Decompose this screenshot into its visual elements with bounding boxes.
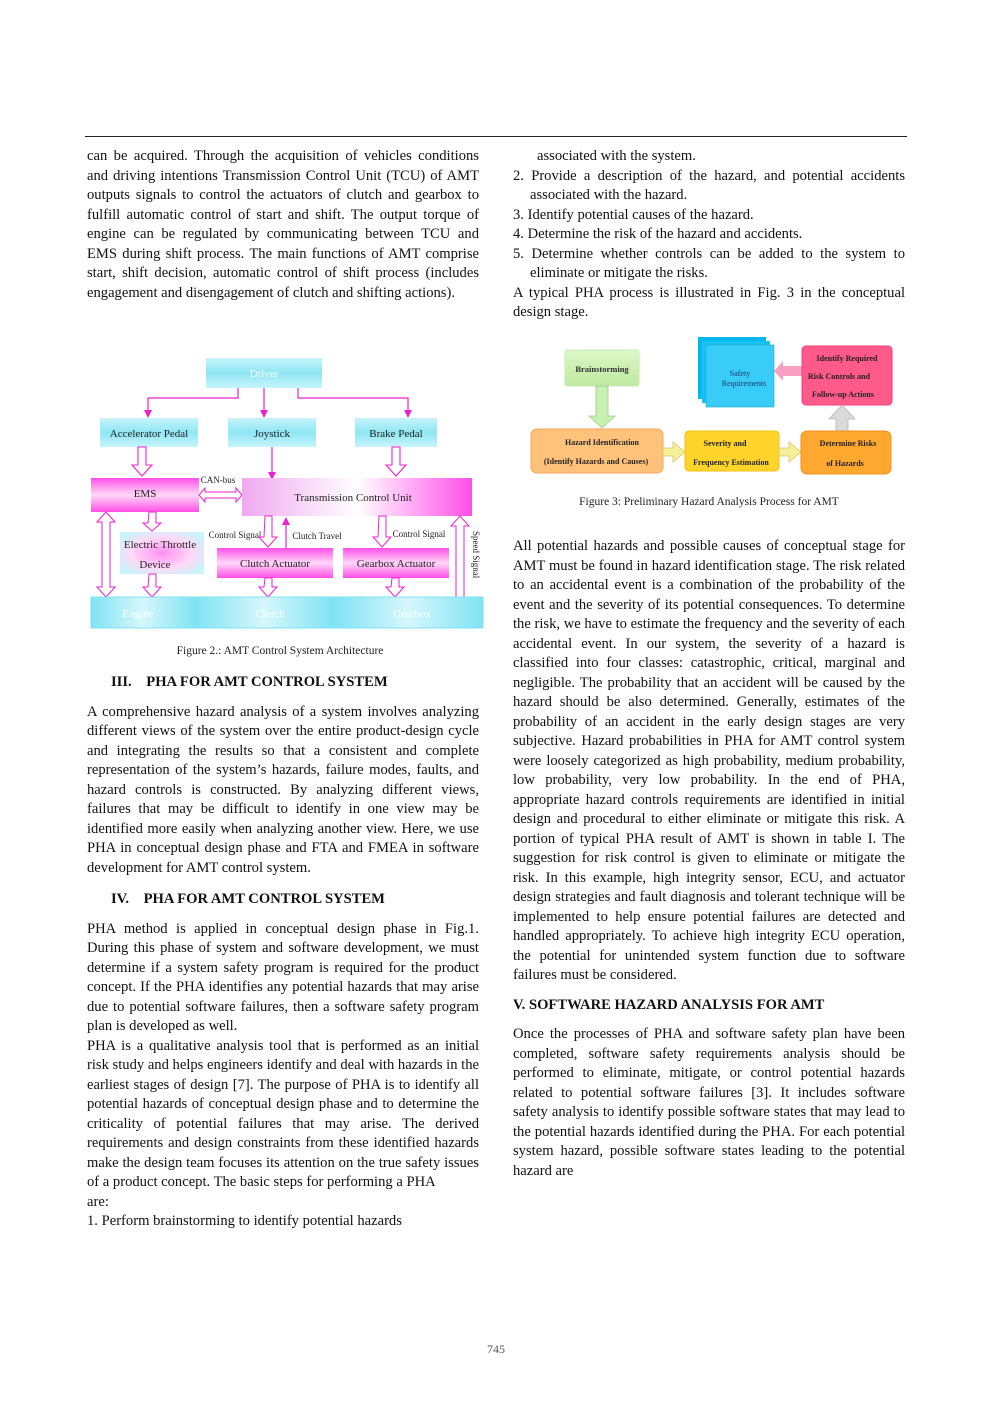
canbus-label: CAN-bus bbox=[201, 475, 236, 485]
gearbox-actuator-label: Gearbox Actuator bbox=[357, 558, 436, 570]
right-paragraph-3: Once the processes of PHA and software s… bbox=[513, 1026, 905, 1179]
gearbox-label: Gearbox bbox=[393, 608, 431, 620]
ems-label: EMS bbox=[134, 488, 157, 500]
severity-to-risks-arrow bbox=[778, 441, 802, 463]
hazard-identification-box bbox=[530, 428, 664, 474]
right-paragraph-1: A typical PHA process is illustrated in … bbox=[513, 284, 905, 321]
brake-to-tcu-arrow bbox=[384, 446, 408, 477]
left-paragraph-3: PHA method is applied in conceptual desi… bbox=[87, 920, 479, 1035]
tcu-box bbox=[242, 478, 472, 516]
driver-box bbox=[206, 358, 322, 388]
ems-engine-arrow bbox=[95, 511, 117, 598]
control-signal-label-1: Control Signal bbox=[209, 530, 262, 540]
clutch-actuator-label: Clutch Actuator bbox=[240, 558, 310, 570]
gearbox-actuator-box bbox=[343, 548, 449, 578]
identify-label-2: Risk Controls and bbox=[808, 372, 871, 381]
brainstorming-label: Brainstorming bbox=[575, 364, 629, 374]
throttle-box bbox=[120, 532, 204, 574]
ems-box bbox=[91, 478, 199, 512]
hazard-to-severity-arrow bbox=[662, 441, 686, 463]
throttle-label-1: Electric Throttle bbox=[124, 539, 196, 551]
identify-to-safety-arrow bbox=[774, 361, 802, 381]
accelerator-pedal-label: Accelerator Pedal bbox=[110, 428, 188, 440]
control-signal-label-2: Control Signal bbox=[393, 529, 446, 539]
section-3-heading: III. PHA FOR AMT CONTROL SYSTEM bbox=[111, 674, 388, 690]
severity-label-1: Severity and bbox=[704, 439, 747, 448]
identify-label-1: Identify Required bbox=[817, 354, 879, 363]
brake-pedal-box bbox=[355, 418, 437, 447]
tcu-to-clutch-actuator-arrow bbox=[257, 515, 279, 548]
header-rule bbox=[85, 136, 907, 137]
risks-label-2: of Hazards bbox=[826, 459, 864, 468]
step-1-continued: associated with the system. bbox=[537, 148, 696, 164]
throttle-label-2: Device bbox=[139, 559, 170, 571]
hazard-label-2: (Identify Hazards and Causes) bbox=[544, 457, 649, 466]
determine-risks-box bbox=[800, 430, 892, 475]
figure-3-caption: Figure 3: Preliminary Hazard Analysis Pr… bbox=[579, 496, 839, 508]
step-1: 1. Perform brainstorming to identify pot… bbox=[87, 1213, 402, 1229]
accelerator-to-ems-arrow bbox=[130, 446, 154, 477]
speed-signal-label: Speed Signal bbox=[471, 531, 481, 579]
step-5: 5. Determine whether controls can be add… bbox=[513, 245, 905, 282]
accelerator-pedal-box bbox=[100, 418, 198, 447]
joystick-label: Joystick bbox=[254, 428, 291, 440]
left-paragraph-1: can be acquired. Through the acquisition… bbox=[87, 148, 479, 301]
brake-pedal-label: Brake Pedal bbox=[369, 428, 422, 440]
clutch-label: Clutch bbox=[255, 608, 285, 620]
left-paragraph-4-tail: are: bbox=[87, 1193, 109, 1210]
safety-label-2: Requirements bbox=[722, 379, 766, 388]
page-number: 745 bbox=[487, 1342, 505, 1356]
driver-to-accelerator-arrow bbox=[144, 388, 239, 418]
step-3: 3. Identify potential causes of the haza… bbox=[513, 206, 754, 223]
section-5-heading: V. SOFTWARE HAZARD ANALYSIS FOR AMT bbox=[513, 996, 825, 1013]
actuator-to-clutch-arrow bbox=[257, 577, 279, 598]
step-2: 2. Provide a description of the hazard, … bbox=[513, 167, 905, 204]
right-column: associated with the system. 2. Provide a… bbox=[513, 147, 905, 323]
joystick-box bbox=[228, 418, 316, 447]
risks-label-1: Determine Risks bbox=[820, 439, 877, 448]
driver-label: Driver bbox=[250, 368, 279, 380]
throttle-to-engine-arrow bbox=[141, 573, 163, 598]
driver-to-brake-arrow bbox=[297, 388, 412, 418]
engine-label: Engine bbox=[122, 608, 153, 620]
canbus-arrow bbox=[198, 486, 243, 504]
actuator-to-gearbox-arrow bbox=[384, 577, 406, 598]
gearbox-box bbox=[332, 596, 484, 629]
safety-requirements-box bbox=[705, 344, 775, 408]
left-paragraph-4: PHA is a qualitative analysis tool that … bbox=[87, 1037, 479, 1191]
figure-2-caption: Figure 2.: AMT Control System Architectu… bbox=[176, 645, 384, 657]
step-4: 4. Determine the risk of the hazard and … bbox=[513, 226, 803, 242]
right-column-lower: All potential hazards and possible cause… bbox=[513, 537, 905, 1181]
figure-2-diagram: Driver Accelerator Pedal Joystick Brake … bbox=[90, 358, 484, 629]
clutch-travel-label: Clutch Travel bbox=[292, 531, 342, 541]
brainstorming-to-hazard-arrow bbox=[587, 385, 617, 429]
tcu-to-gearbox-actuator-arrow bbox=[371, 515, 393, 548]
left-paragraph-2: A comprehensive hazard analysis of a sys… bbox=[87, 703, 479, 876]
figure-3-diagram: Brainstorming Safety Requirements Identi… bbox=[530, 337, 893, 475]
identify-controls-box bbox=[801, 345, 893, 406]
section-4-heading: IV. PHA FOR AMT CONTROL SYSTEM bbox=[111, 891, 385, 907]
clutch-actuator-box bbox=[217, 548, 333, 578]
identify-label-3: Follow-up Actions bbox=[812, 390, 874, 399]
left-column-lower: III. PHA FOR AMT CONTROL SYSTEM A compre… bbox=[87, 673, 479, 1232]
safety-label-1: Safety bbox=[730, 369, 750, 378]
speed-signal-arrow bbox=[449, 515, 471, 598]
hazard-label-1: Hazard Identification bbox=[565, 438, 640, 447]
tcu-label: Transmission Control Unit bbox=[294, 492, 412, 504]
left-column: can be acquired. Through the acquisition… bbox=[87, 147, 479, 303]
ems-to-throttle-arrow bbox=[141, 511, 163, 532]
severity-label-2: Frequency Estimation bbox=[693, 458, 769, 467]
right-paragraph-2: All potential hazards and possible cause… bbox=[513, 538, 905, 983]
risks-to-identify-arrow bbox=[828, 404, 856, 432]
